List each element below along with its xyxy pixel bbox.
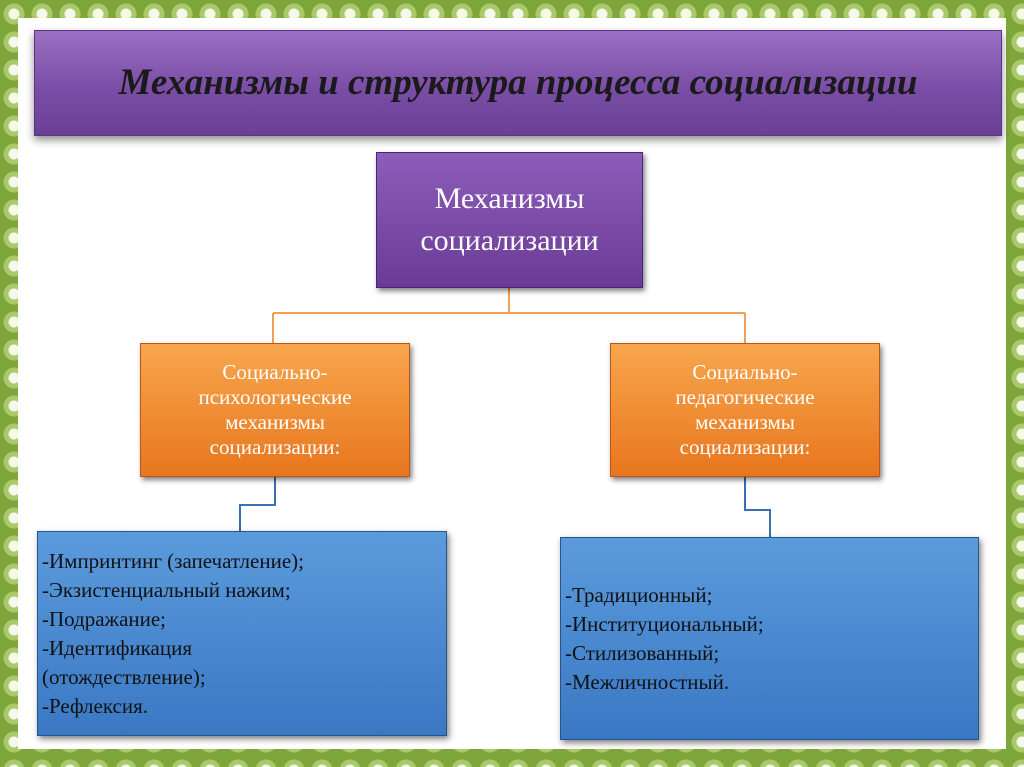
list-item: -Подражание;: [42, 606, 167, 631]
list-item: -Экзистенциальный нажим;: [42, 577, 291, 602]
label-line: социализации:: [209, 435, 341, 459]
list-item: -Рефлексия.: [42, 693, 149, 718]
pedagogical-mechanisms-list: -Традиционный; -Институциональный; -Стил…: [560, 537, 979, 740]
root-node-line-1: Механизмы: [434, 182, 585, 215]
label-line: Социально-: [222, 360, 328, 384]
psychological-mechanisms-list: -Импринтинг (запечатление); -Экзистенциа…: [37, 531, 447, 736]
list-item: -Традиционный;: [565, 582, 713, 607]
list-item: (отождествление);: [42, 664, 206, 689]
socio-psychological-node: Социально- психологические механизмы соц…: [140, 343, 410, 477]
socio-pedagogical-node: Социально- педагогические механизмы соци…: [610, 343, 880, 477]
root-node: Механизмы социализации: [376, 152, 643, 288]
categories-to-lists-connector: [239, 476, 771, 537]
list-item: -Импринтинг (запечатление);: [42, 548, 304, 573]
label-line: психологические: [198, 385, 352, 409]
root-node-label: Механизмы социализации: [420, 178, 598, 262]
label-line: педагогические: [675, 385, 815, 409]
list-item: -Стилизованный;: [565, 640, 720, 665]
list-item: -Идентификация: [42, 635, 193, 660]
label-line: механизмы: [225, 410, 325, 434]
label-line: социализации:: [679, 435, 811, 459]
label-line: Социально-: [692, 360, 798, 384]
title-bar: Механизмы и структура процесса социализа…: [34, 30, 1002, 136]
slide-title: Механизмы и структура процесса социализа…: [118, 62, 918, 103]
socio-pedagogical-label: Социально- педагогические механизмы соци…: [675, 360, 814, 460]
root-node-line-2: социализации: [420, 224, 599, 257]
socio-psychological-label: Социально- психологические механизмы соц…: [198, 360, 351, 460]
list-item: -Межличностный.: [565, 669, 730, 694]
label-line: механизмы: [695, 410, 795, 434]
list-item: -Институциональный;: [565, 611, 764, 636]
root-to-categories-connector: [272, 286, 746, 343]
